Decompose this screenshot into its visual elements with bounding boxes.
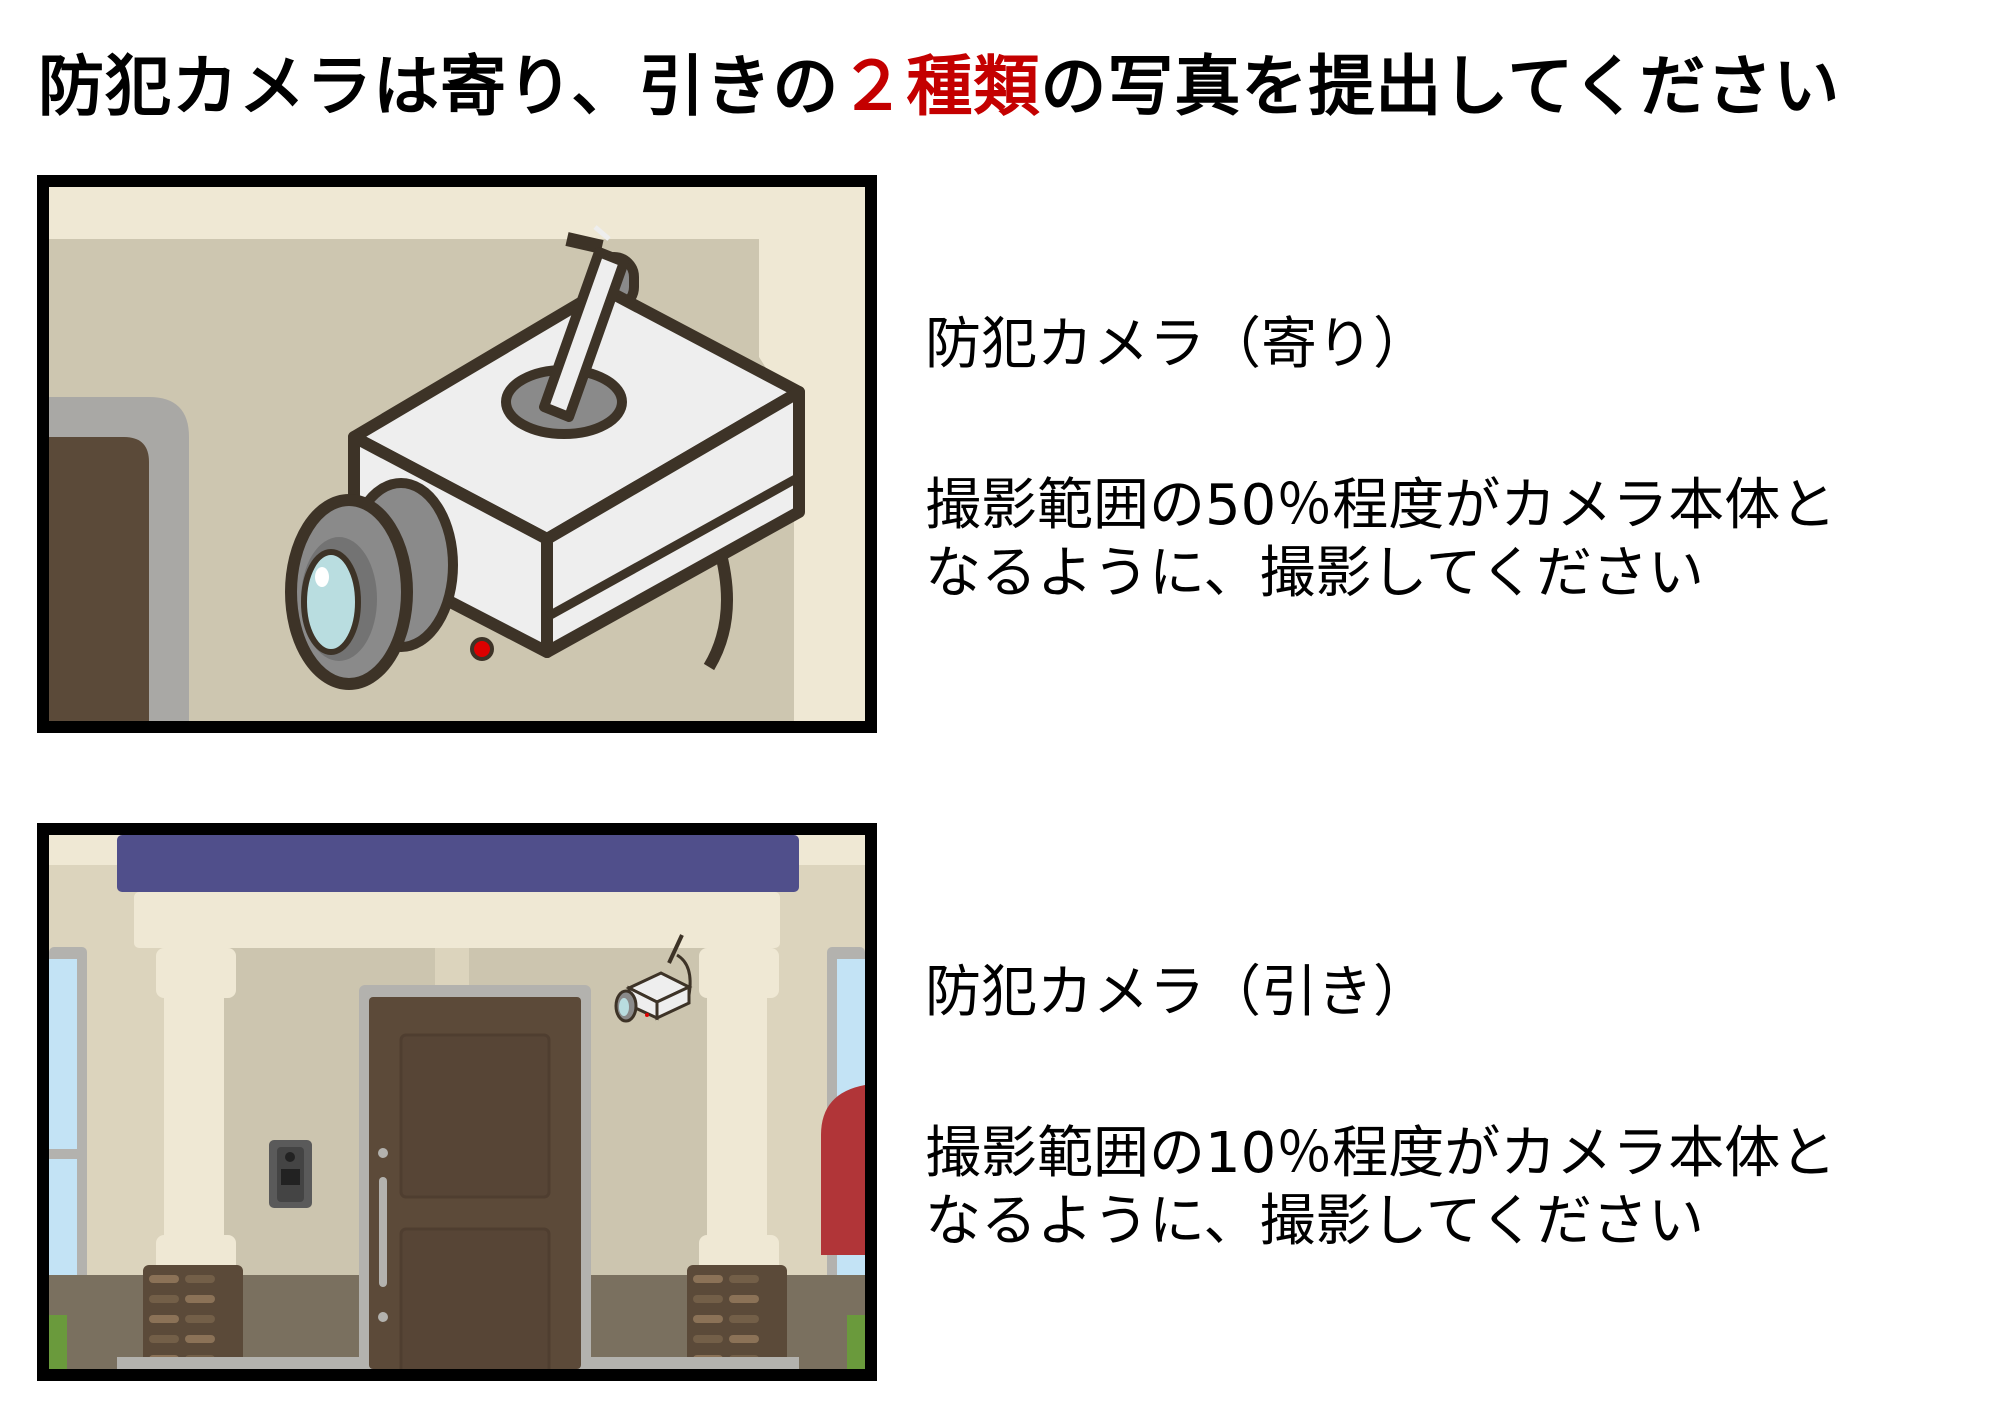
- title-accent-text: ２種類: [839, 48, 1041, 125]
- wide-shot-instruction-line-1: 撮影範囲の10％程度がカメラ本体と: [925, 1121, 1837, 1186]
- wide-shot-entrance-illustration: [37, 823, 877, 1381]
- close-up-camera-illustration: [37, 175, 877, 733]
- wide-shot-description: 防犯カメラ（引き） 撮影範囲の10％程度がカメラ本体と なるように、撮影してくだ…: [925, 958, 1836, 1256]
- wide-shot-heading: 防犯カメラ（引き）: [925, 960, 1429, 1025]
- close-up-description: 防犯カメラ（寄り） 撮影範囲の50％程度がカメラ本体と なるように、撮影してくだ…: [925, 310, 1836, 608]
- security-camera-closeup-icon: [49, 187, 865, 721]
- brick-pillar-right: [687, 1265, 787, 1369]
- close-up-heading: 防犯カメラ（寄り）: [925, 312, 1429, 377]
- intercom: [269, 1140, 312, 1208]
- wide-shot-instructions: 撮影範囲の10％程度がカメラ本体と なるように、撮影してください: [925, 1120, 1836, 1256]
- close-up-instructions: 撮影範囲の50％程度がカメラ本体と なるように、撮影してください: [925, 472, 1836, 608]
- brick-pillar-left: [143, 1265, 243, 1369]
- page-title: 防犯カメラは寄り、引きの２種類の写真を提出してください: [38, 42, 1840, 132]
- close-up-instruction-line-1: 撮影範囲の50％程度がカメラ本体と: [925, 473, 1837, 538]
- close-up-instruction-line-2: なるように、撮影してください: [925, 541, 1704, 606]
- title-text-after: の写真を提出してください: [1040, 48, 1841, 125]
- title-text-before: 防犯カメラは寄り、引きの: [38, 48, 840, 125]
- wide-shot-instruction-line-2: なるように、撮影してください: [925, 1189, 1704, 1254]
- small-security-camera: [614, 934, 693, 1023]
- front-door: [359, 985, 591, 1369]
- entrance-scene-icon: [49, 835, 865, 1369]
